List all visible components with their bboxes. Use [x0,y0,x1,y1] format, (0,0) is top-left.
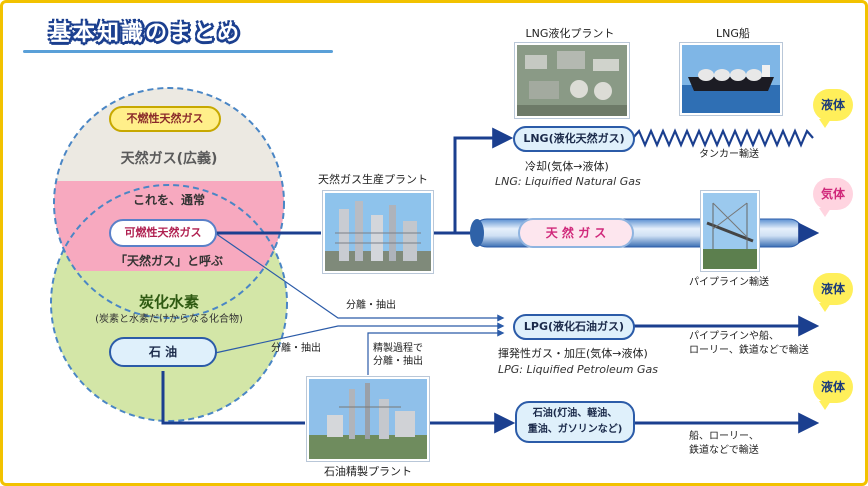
refinery-label: 石油精製プラント [324,465,412,478]
tanker-transport-label: タンカー輸送 [699,149,759,160]
oil-transport-label-2: 鉄道などで輸送 [689,445,759,456]
lpg-process-label: 揮発性ガス・加圧(気体→液体) [498,347,648,360]
pipeline-transport-label: パイプライン輸送 [689,277,769,288]
hydrocarbon-note: (炭素と水素だけからなる化合物) [95,314,243,325]
gas-state-bubble: 気体 [813,178,853,217]
lpg-liquid-bubble: 液体 [813,273,853,312]
lng-ship-label: LNG船 [716,27,750,40]
lpg-transport-label-1: パイプラインや船、 [689,331,779,342]
refinery-photo [307,377,429,461]
page-title: 基本知識のまとめ [49,21,242,46]
gas-plant-photo [323,191,433,273]
lng-liquid-bubble: 液体 [813,89,853,128]
flammable-gas-pill: 可燃性天然ガス [109,219,217,247]
lpg-box: LPG(液化石油ガス) [513,314,635,340]
separation-label-2: 分離・抽出 [271,343,321,354]
lng-english-label: LNG: Liquified Natural Gas [495,175,641,188]
flow-flammable-to-lpg [214,232,505,322]
hydrocarbon-label: 炭化水素 [138,293,199,311]
lng-plant-label: LNG液化プラント [525,27,615,40]
tanker-route [632,128,814,148]
flow-oil-to-products [161,371,305,425]
nonflammable-gas-pill: 不燃性天然ガス [109,106,221,132]
pipeline-bridge-photo [701,191,759,271]
flow-to-lng [453,127,514,233]
lpg-transport-label-2: ローリー、鉄道などで輸送 [689,345,809,356]
natural-gas-broad-label: 天然ガス(広義) [120,151,218,167]
gas-plant-label: 天然ガス生産プラント [318,173,428,186]
flow-oil-to-lpg [214,322,505,354]
oil-products-box: 石油(灯油、軽油、 重油、ガソリンなど) [515,401,635,443]
flow-refinery-to-lpg [367,329,505,375]
diagram-graphics [50,87,820,434]
this-usually-label: これを、通常 [132,193,205,207]
separation-label-1: 分離・抽出 [346,300,396,311]
natural-gas-pipeline-box: 天 然 ガ ス [518,218,634,248]
called-natural-gas-label: 「天然ガス」と呼ぶ [114,254,223,268]
lng-box: LNG(液化天然ガス) [513,126,635,152]
refinery-process-label-2: 分離・抽出 [373,356,423,367]
lpg-english-label: LPG: Liquified Petroleum Gas [498,363,659,376]
lng-cooling-label: 冷却(気体→液体) [525,160,609,173]
oil-transport-label-1: 船、ローリー、 [689,431,759,442]
refinery-process-label-1: 精製過程で [373,343,423,354]
oil-liquid-bubble: 液体 [813,371,853,410]
title-underline [23,50,333,53]
lng-plant-photo [515,43,629,118]
oil-pill: 石 油 [109,337,217,367]
lng-ship-photo [680,43,782,115]
